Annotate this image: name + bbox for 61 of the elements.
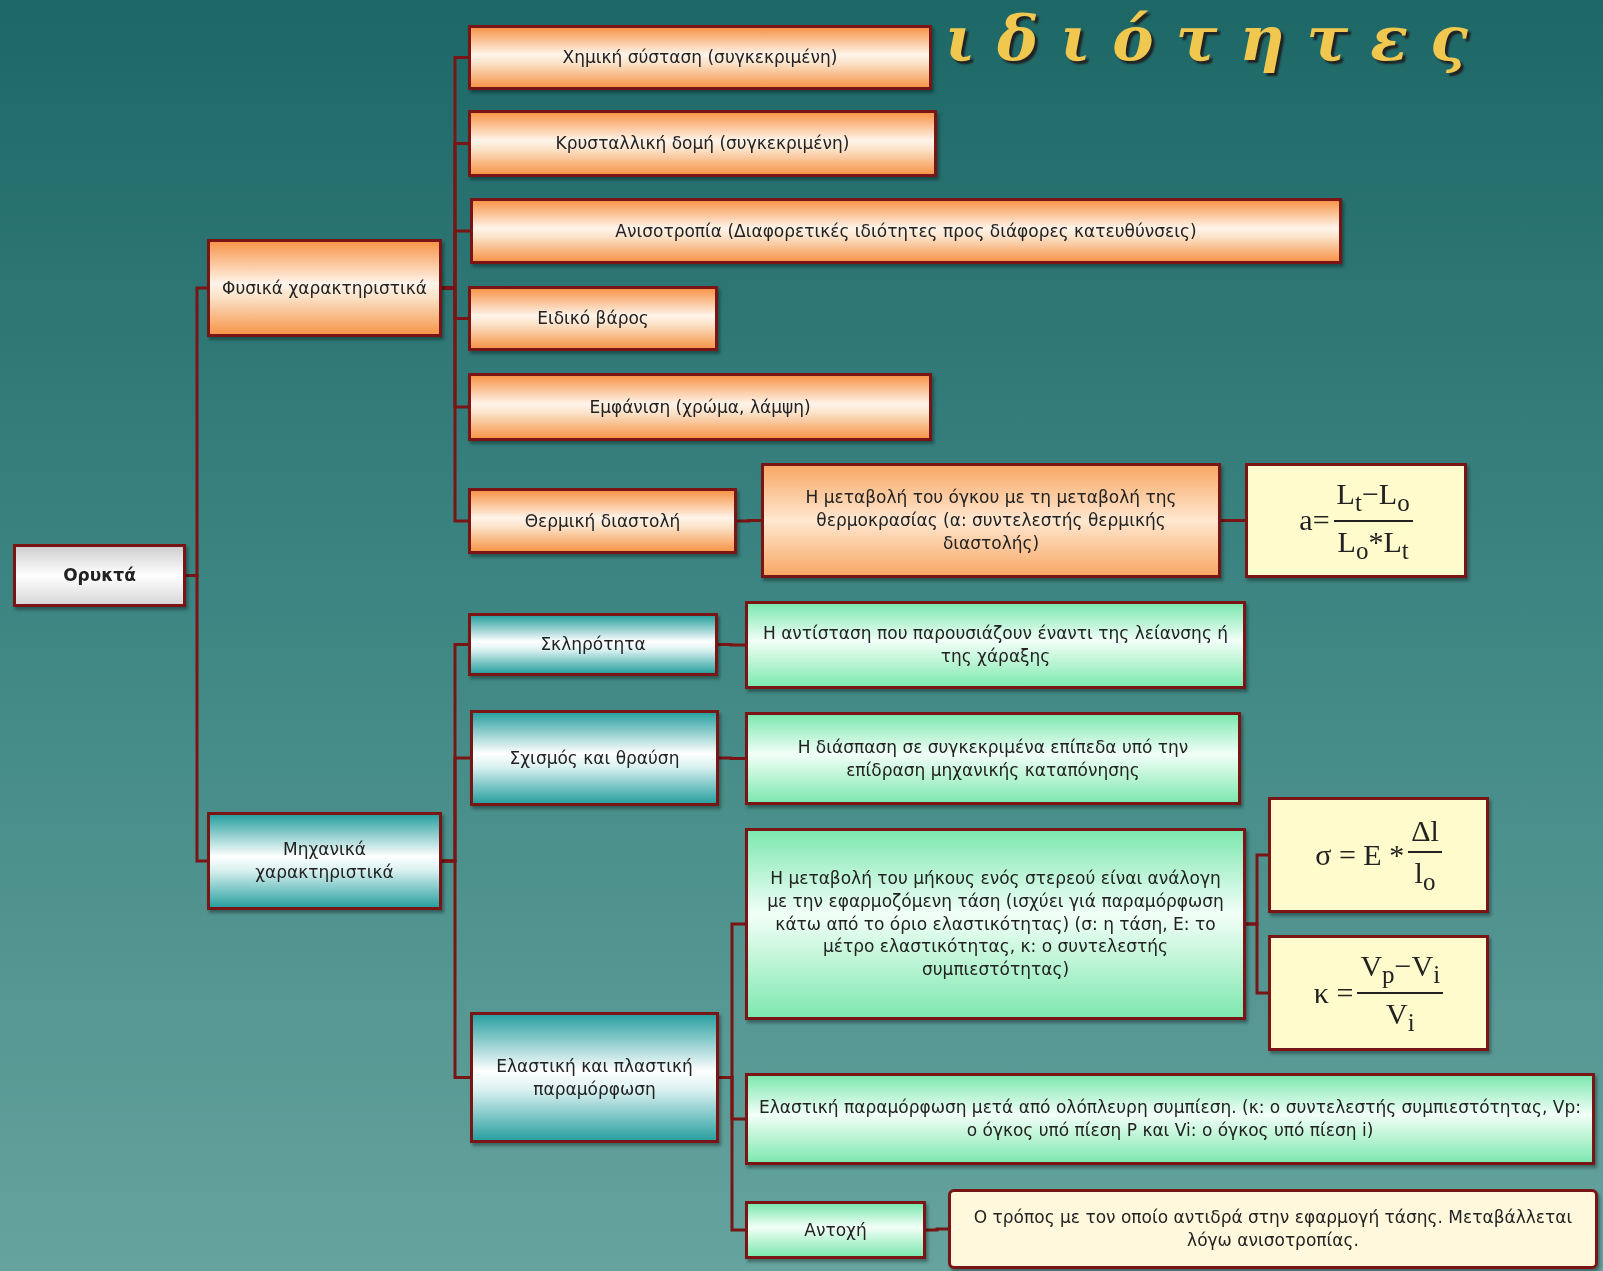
node-text: Ελαστική παραμόρφωση μετά από ολόπλευρη συμπίεση. (κ: ο συντελεστής συμπιεστότητας, Vp: ο όγκος υπό πίεση P και Vi: ο όγκος υπό πίεση i) [758,1096,1582,1142]
node-text: Εμφάνιση (χρώμα, λάμψη) [589,395,811,419]
node-text: Αντοχή [804,1218,867,1242]
node-text: Η αντίσταση που παρουσιάζουν έναντι της λείανσης ή της χάραξης [761,622,1230,668]
description-box [745,712,1241,805]
category-box [468,488,737,554]
category-box [207,812,442,910]
numerator-text: Δl [1408,810,1442,854]
node-text: Η μεταβολή του μήκους ενός στερεού είναι ανάλογη με την εφαρμοζόμενη τάση (ισχύει γιά παραμόρφωση κάτω από το όριο ελαστικότητας) (σ: η τάση, Ε: το μέτρο ελαστικότητας, κ: ο συντελεστής συμπιεστότητας) [766,866,1225,982]
node-text: Χημική σύσταση (συγκεκριμένη) [562,46,838,69]
node-text: Μηχανικά χαρακτηριστικά [254,838,395,884]
root-box [13,544,186,607]
formula-text: κ = [1313,974,1354,1011]
node-text: Θερμική διαστολή [524,509,681,533]
formula-text: a= [1299,502,1330,539]
description-box [948,1189,1598,1269]
description-box [745,1201,926,1259]
node-text: Ειδικό βάρος [537,307,649,330]
node-text: Κρυσταλλική δομή (συγκεκριμένη) [555,132,850,155]
description-box [761,463,1221,578]
denominator-text: L$_{o}$*L$_{t}$ [1336,523,1410,566]
denominator-text: V$_{i}$ [1384,996,1416,1038]
connector-line [186,574,207,863]
formula-text: σ = E * [1315,836,1405,873]
category-box [470,1012,719,1143]
node-text: Η διάσπαση σε συγκεκριμένα επίπεδα υπό την επίδραση μηχανικής καταπόνησης [796,735,1190,782]
category-box [207,239,442,337]
connector-line [718,643,745,647]
connector-line [1246,922,1268,995]
category-box [468,110,937,177]
node-text: Η μεταβολή του όγκου με τη μεταβολή της θερμοκρασίας (α: συντελεστής θερμικής διαστολής) [804,486,1178,555]
numerator-text: L$_{t}$−L$_{o}$ [1333,473,1413,522]
connector-line [1221,519,1245,522]
category-box [468,373,932,441]
title: ιδιότητες [945,2,1490,75]
formula-box [1245,463,1467,578]
connector-line [719,1076,745,1232]
category-box [468,286,718,351]
category-box [468,25,932,90]
node-text: Ο τρόπος με τον οποίο αντιδρά στην εφαρμογή τάσης. Μεταβάλλεται λόγω ανισοτροπίας. [972,1206,1574,1252]
connector-line [926,1227,948,1232]
description-box [745,1073,1595,1165]
node-text: Ελαστική και πλαστική παραμόρφωση [495,1054,694,1101]
category-box [470,710,719,806]
category-box [468,613,718,676]
formula-box [1268,797,1489,913]
denominator-text: l$_{o}$ [1413,855,1437,898]
numerator-text: V$_{p}$−V$_{i}$ [1357,946,1444,994]
connector-line [719,756,745,760]
node-text: Ορυκτά [63,564,136,587]
description-box [745,828,1246,1020]
connector-line [442,859,470,1079]
description-box [745,601,1246,689]
formula-box [1268,935,1489,1051]
node-text: Ανισοτροπία (Διαφορετικές ιδιότητες προς διάφορες κατευθύνσεις) [615,219,1197,243]
category-box [470,198,1342,264]
connector-line [442,286,468,523]
node-text: Σχισμός και θραύση [509,746,680,770]
connector-line [737,519,761,523]
node-text: Φυσικά χαρακτηριστικά [222,276,427,300]
node-text: Σκληρότητα [540,633,646,656]
